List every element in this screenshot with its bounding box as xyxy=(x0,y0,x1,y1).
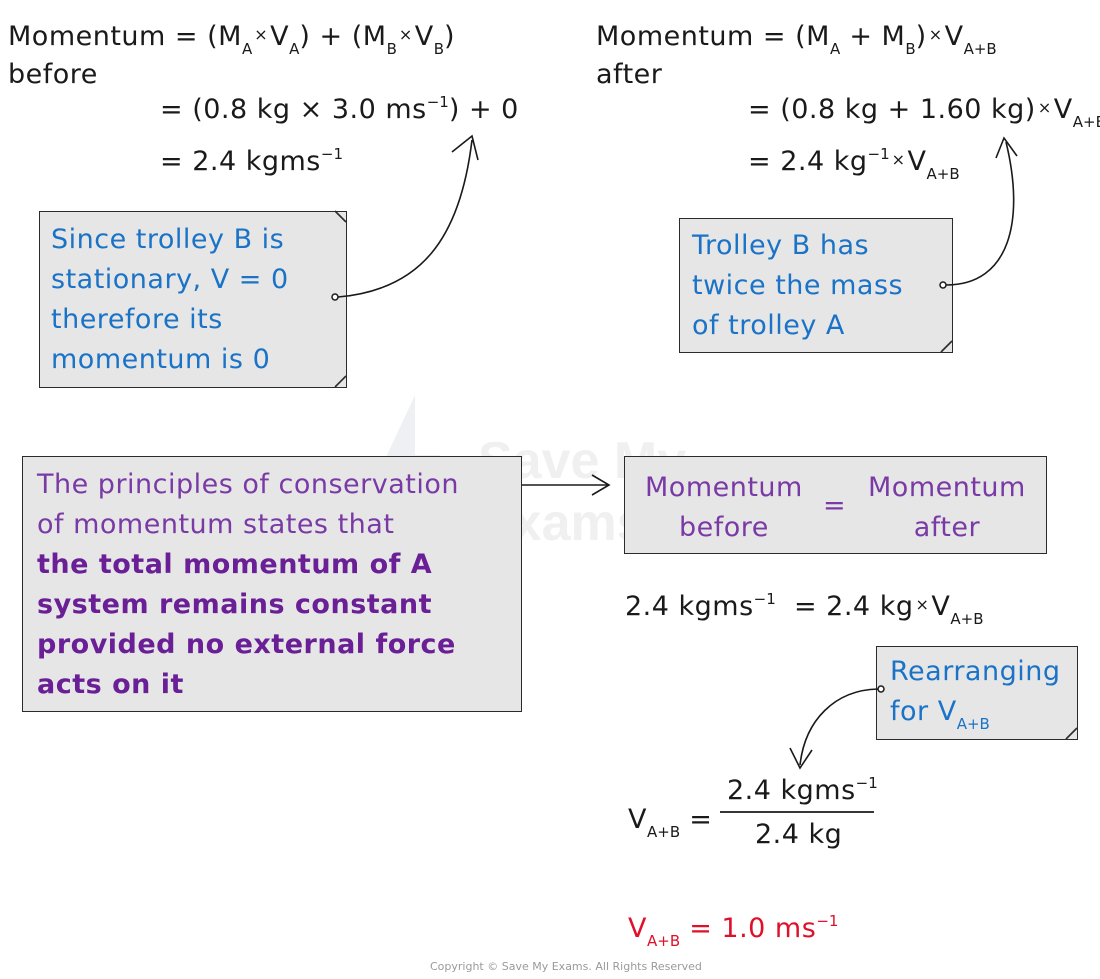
arrow-origin-dot xyxy=(939,281,947,289)
note-line: twice the mass xyxy=(692,270,904,301)
principle-line: of momentum states that xyxy=(37,509,395,540)
final-result: VA+B = 1.0 ms−1 xyxy=(628,912,839,950)
equality-box: Momentum before = Momentum after xyxy=(624,456,1047,554)
note-line: therefore its xyxy=(51,304,223,335)
principle-box: The principles of conservation of moment… xyxy=(22,456,522,712)
note-line: stationary, V = 0 xyxy=(51,264,289,295)
arrow-head xyxy=(789,747,813,770)
momentum-before-formula: (MA×VA) + (MB×VB) xyxy=(207,21,456,58)
arrow-head xyxy=(591,474,611,496)
arrow-head xyxy=(451,134,479,161)
after-substitution: = (0.8 kg + 1.60 kg)×VA+B xyxy=(748,94,1100,131)
principle-line-bold: provided no external force xyxy=(37,629,456,660)
note-line: Trolley B has xyxy=(692,230,870,261)
note-stationary: Since trolley B is stationary, V = 0 the… xyxy=(39,211,347,388)
before-word: before xyxy=(8,59,98,90)
equality-equals: = xyxy=(823,490,847,521)
fraction-lhs: VA+B = xyxy=(628,804,713,841)
curved-arrow xyxy=(799,688,879,766)
after-word: after xyxy=(596,59,663,90)
before-result: = 2.4 kgms−1 xyxy=(160,145,343,177)
note-line: momentum is 0 xyxy=(51,344,271,375)
momentum-before-label: Momentum = (MA×VA) + (MB×VB) xyxy=(8,21,456,58)
arrow-head xyxy=(995,136,1018,159)
note-rearranging: Rearranging for VA+B xyxy=(876,646,1078,740)
fraction-numerator: 2.4 kgms−1 xyxy=(727,774,878,806)
principle-line: The principles of conservation xyxy=(37,469,460,500)
principle-line-bold: the total momentum of A xyxy=(37,549,433,580)
principle-line-bold: system remains constant xyxy=(37,589,433,620)
fraction-denominator: 2.4 kg xyxy=(755,819,843,850)
note-fold-corner xyxy=(1065,727,1078,740)
note-line: Since trolley B is xyxy=(51,224,285,255)
arrow-origin-dot xyxy=(877,685,885,693)
curved-arrow xyxy=(945,141,1015,286)
principle-line-bold: acts on it xyxy=(37,669,184,700)
after-result: = 2.4 kg−1×VA+B xyxy=(748,145,960,183)
curved-arrow xyxy=(337,139,473,298)
note-fold-corner xyxy=(334,375,347,388)
note-line: of trolley A xyxy=(692,310,845,341)
momentum-after-formula: (MA + MB)×VA+B xyxy=(795,21,997,58)
copyright-text: Copyright © Save My Exams. All Rights Re… xyxy=(430,960,702,973)
arrow-origin-dot xyxy=(331,293,339,301)
momentum-equation: 2.4 kgms−1 = 2.4 kg×VA+B xyxy=(625,590,984,628)
note-fold-corner xyxy=(940,340,953,353)
note-fold-corner xyxy=(334,210,347,223)
before-substitution: = (0.8 kg × 3.0 ms−1) + 0 xyxy=(160,93,519,125)
momentum-after-label: Momentum = (MA + MB)×VA+B xyxy=(596,21,997,58)
